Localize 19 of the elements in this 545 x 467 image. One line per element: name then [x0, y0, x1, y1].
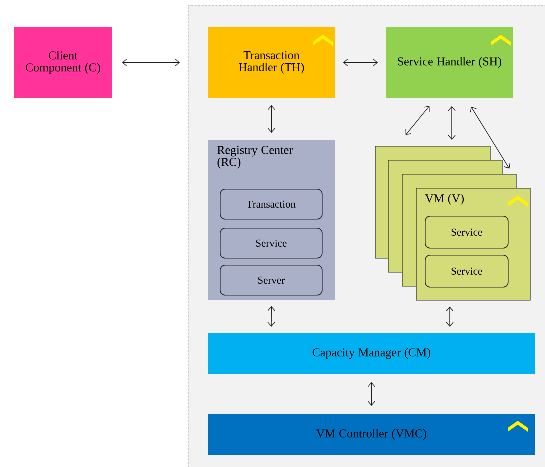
item-box: Service [220, 228, 323, 259]
item-box: Service [425, 216, 509, 249]
arrow [446, 306, 454, 327]
arrow [268, 306, 276, 327]
component-box: Service Handler (SH) [386, 27, 514, 98]
item-box: Server [220, 265, 323, 296]
arrow [268, 105, 276, 133]
component-box: Client Component (C) [14, 27, 112, 98]
arrow [470, 106, 511, 169]
arrow [368, 382, 376, 406]
item-box: Transaction [220, 189, 323, 220]
arrow [343, 58, 378, 67]
arrow [406, 106, 430, 136]
component-box: VM Controller (VMC) [208, 414, 536, 456]
component-box: Transaction Handler (TH) [208, 27, 336, 98]
arrow [448, 106, 456, 140]
arrow [122, 58, 180, 67]
item-box: Service [425, 255, 509, 288]
component-box: Capacity Manager (CM) [208, 333, 536, 374]
